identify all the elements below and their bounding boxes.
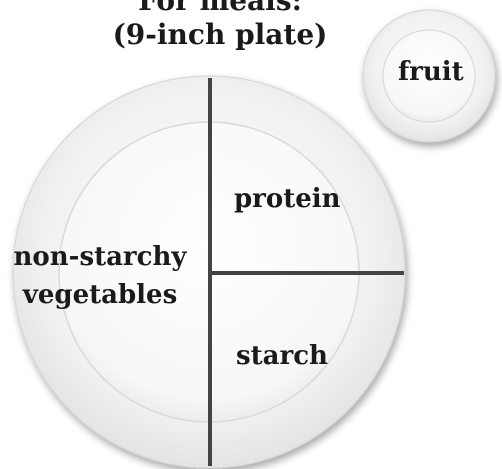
protein-label: protein — [234, 183, 341, 215]
vegetables-label-line-1: non-starchy — [10, 241, 190, 273]
fruit-label: fruit — [398, 56, 464, 88]
vegetables-label-line-2: vegetables — [10, 279, 190, 311]
starch-label: starch — [236, 340, 328, 372]
title-line-2: (9-inch plate) — [60, 18, 380, 52]
title-line-1: For meals: — [60, 0, 380, 18]
